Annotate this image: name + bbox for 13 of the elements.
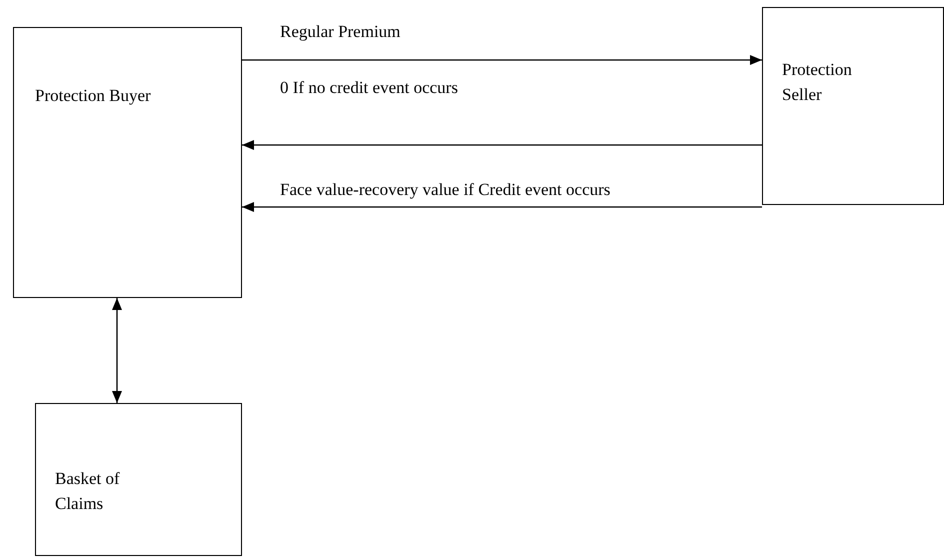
edge-label: Face value-recovery value if Credit event occurs bbox=[279, 179, 612, 200]
entity-box bbox=[13, 27, 242, 298]
entity-name: Protection Buyer bbox=[35, 85, 152, 107]
entity-name: Basket of Claims bbox=[55, 468, 121, 515]
arrow bbox=[242, 55, 762, 65]
arrow bbox=[112, 298, 122, 403]
arrow bbox=[242, 202, 762, 212]
entity-box bbox=[35, 403, 242, 556]
edge-label: Regular Premium bbox=[280, 21, 402, 42]
entity-name: Protection Seller bbox=[782, 59, 853, 106]
arrow bbox=[242, 140, 762, 150]
edge-label: 0 If no credit event occurs bbox=[280, 77, 459, 98]
entity-box bbox=[762, 7, 944, 205]
